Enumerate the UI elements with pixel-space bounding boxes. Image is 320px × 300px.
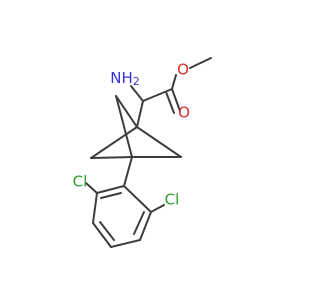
oxygen-methoxy-label: O — [177, 61, 189, 79]
amine-subscript: 2 — [133, 75, 140, 88]
ring-bond-3-inner — [99, 221, 115, 241]
bond-bcp-3 — [90, 126, 138, 159]
amine-label: NH2 — [110, 69, 140, 89]
ring-bond-3 — [92, 222, 112, 248]
bond-o-carbonyl-c — [171, 74, 177, 90]
bond-bcp-4 — [90, 156, 133, 159]
ring-bond-5-inner — [133, 211, 145, 235]
bond-bridgehead-aryl — [123, 156, 133, 187]
molecule-structure: O O NH2 Cl Cl — [73, 57, 212, 248]
chlorine-upper-label: Cl — [73, 173, 88, 191]
ring-bond-6 — [123, 185, 152, 213]
bond-bcp-5 — [136, 126, 182, 158]
ring-bond-4 — [110, 239, 141, 248]
bond-alpha-bridgehead — [136, 100, 144, 128]
ring-bond-1-inner — [100, 192, 122, 199]
bond-bcp-1 — [115, 95, 138, 128]
bond-methyl-o — [189, 57, 212, 69]
bond-ring-cl-right — [150, 204, 165, 213]
bond-carbonyl-double-2 — [165, 91, 175, 114]
bond-bcp-2 — [115, 95, 133, 158]
bond-carbonyl-alpha — [142, 88, 173, 102]
ring-bond-5 — [139, 211, 152, 241]
bond-ring-cl-upper — [85, 182, 98, 194]
amine-symbol: NH — [110, 69, 133, 87]
chlorine-right-label: Cl — [165, 191, 180, 209]
ring-bond-1 — [96, 185, 125, 194]
bond-carbonyl-double-1 — [171, 88, 181, 112]
oxygen-carbonyl-label: O — [178, 104, 190, 122]
ring-bond-2 — [92, 192, 98, 224]
bond-alpha-amine — [130, 85, 144, 102]
